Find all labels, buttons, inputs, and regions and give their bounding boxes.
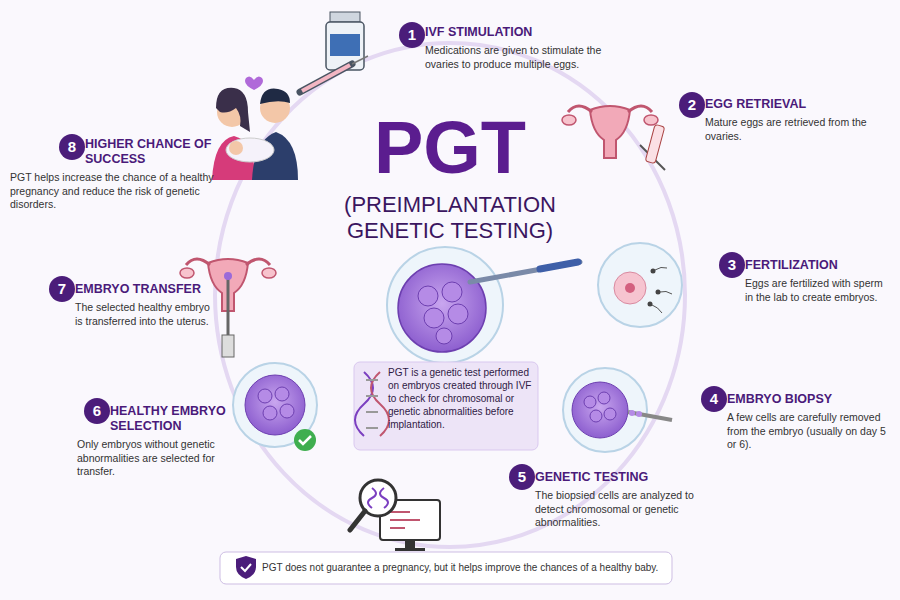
title: PGT xyxy=(300,108,600,188)
step-description: The biopsied cells are analyzed to detec… xyxy=(535,489,725,530)
callout-number: 7 xyxy=(49,276,75,302)
callout-number: 2 xyxy=(679,92,705,118)
step-heading: GENETIC TESTING xyxy=(535,470,725,485)
note-box xyxy=(220,552,672,584)
selected-embryo-icon xyxy=(233,363,317,451)
family-icon xyxy=(212,76,298,180)
step-heading: EMBRYO TRANSFER xyxy=(75,282,220,297)
step-block: EGG RETRIEVAL Mature eggs are retrieved f… xyxy=(705,97,880,143)
callout-number: 4 xyxy=(701,386,727,412)
note-text: PGT does not guarantee a pregnancy, but … xyxy=(262,556,668,580)
blastocyst-icon xyxy=(563,368,672,452)
step-block: HEALTHY EMBRYO SELECTIONOnly embryos wit… xyxy=(110,404,240,479)
callout-number: 1 xyxy=(399,22,425,48)
shield-icon xyxy=(236,556,256,579)
step-description: A few cells are carefully removed from t… xyxy=(727,411,892,452)
step-description: Eggs are fertilized with sperm in the la… xyxy=(745,277,890,304)
info-text: PGT is a genetic test performed on embry… xyxy=(388,366,534,431)
step-heading: EGG RETRIEVAL xyxy=(705,97,880,112)
step-block: EMBRYO TRANSFER The selected healthy embr… xyxy=(75,282,220,328)
step-description: Medications are given to stimulate the o… xyxy=(425,44,615,71)
uterus-icon xyxy=(562,106,658,158)
subtitle: (PREIMPLANTATION GENETIC TESTING) xyxy=(320,192,580,244)
step-block: GENETIC TESTING The biopsied cells are an… xyxy=(535,470,725,530)
step-block: HIGHER CHANCE OF SUCCESSPGT helps increa… xyxy=(85,137,235,212)
step-block: FERTILIZATION Eggs are fertilized with sp… xyxy=(745,258,890,304)
center-embryo-icon xyxy=(387,247,580,363)
callout-number: 8 xyxy=(59,134,85,160)
callout-number: 5 xyxy=(509,464,535,490)
info-panel-text: PGT is a genetic test performed on embry… xyxy=(388,366,534,431)
dna-icon xyxy=(355,372,389,436)
step-heading: EMBRYO BIOPSY xyxy=(727,392,892,407)
step-block: EMBRYO BIOPSY A few cells are carefully r… xyxy=(727,392,892,452)
step-heading: FERTILIZATION xyxy=(745,258,890,273)
callout-number: 6 xyxy=(84,398,110,424)
step-heading: IVF STIMULATION xyxy=(425,25,615,40)
egg-icon xyxy=(598,243,682,327)
step-description: PGT helps increase the chance of a healt… xyxy=(10,171,230,212)
step-heading: HEALTHY EMBRYO SELECTION xyxy=(110,404,240,434)
step-block: IVF STIMULATION Medications are given to … xyxy=(425,25,615,71)
note-text: PGT does not guarantee a pregnancy, but … xyxy=(262,556,668,580)
step-heading: HIGHER CHANCE OF SUCCESS xyxy=(85,137,235,167)
callout-number: 3 xyxy=(719,252,745,278)
vial-icon xyxy=(300,12,368,92)
lab-analysis-icon xyxy=(350,480,440,551)
step-description: Only embryos without genetic abnormaliti… xyxy=(77,438,235,479)
info-panel xyxy=(354,362,538,450)
step-description: The selected healthy embryo is transferr… xyxy=(75,301,220,328)
step-description: Mature eggs are retrieved from the ovari… xyxy=(705,116,880,143)
